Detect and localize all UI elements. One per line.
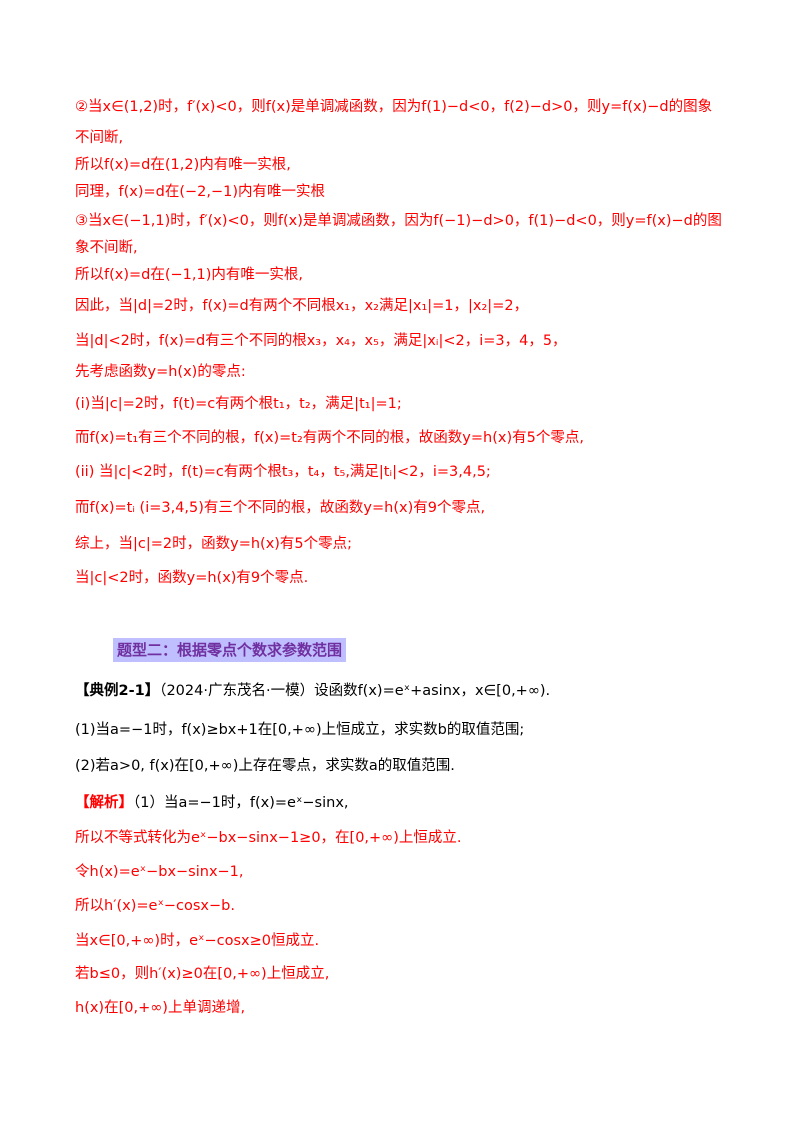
solution-step-5: 当x∈[0,+∞)时，eˣ−cosx≥0恒成立.	[75, 933, 320, 949]
solution-line-15: 综上，当|c|=2时，函数y=h(x)有5个零点;	[75, 536, 353, 552]
example-source: （2024·广东茂名·一模）	[159, 683, 315, 699]
example-header: 【典例2-1】（2024·广东茂名·一模）设函数f(x)=eˣ+asinx，x∈…	[75, 681, 740, 701]
solution-step-2: 所以不等式转化为eˣ−bx−sinx−1≥0，在[0,+∞)上恒成立.	[75, 830, 462, 846]
solution-step-1: （1）当a=−1时，f(x)=eˣ−sinx,	[133, 795, 349, 811]
question-2: (2)若a>0, f(x)在[0,+∞)上存在零点，求实数a的取值范围.	[75, 758, 455, 774]
solution-step-4: 所以h′(x)=eˣ−cosx−b.	[75, 898, 235, 914]
solution-step-3: 令h(x)=eˣ−bx−sinx−1,	[75, 864, 244, 880]
example-stem: 设函数f(x)=eˣ+asinx，x∈[0,+∞).	[314, 683, 551, 699]
solution-line-6: 象不间断,	[75, 240, 138, 256]
solution-line-1: ②当x∈(1,2)时，f′(x)<0，则f(x)是单调减函数，因为f(1)−d<…	[75, 99, 713, 115]
solution-line-10: 先考虑函数y=h(x)的零点:	[75, 364, 246, 380]
solution-line-8: 因此，当|d|=2时，f(x)=d有两个不同根x₁，x₂满足|x₁|=1，|x₂…	[75, 298, 529, 314]
section-heading: 题型二：根据零点个数求参数范围	[113, 638, 347, 662]
solution-tag: 【解析】	[75, 795, 133, 811]
solution-line-12: 而f(x)=t₁有三个不同的根，f(x)=t₂有两个不同的根，故函数y=h(x)…	[75, 430, 584, 446]
solution-step-7: h(x)在[0,+∞)上单调递增,	[75, 1000, 246, 1016]
solution-line-7: 所以f(x)=d在(−1,1)内有唯一实根,	[75, 267, 303, 283]
solution-step-6: 若b≤0，则h′(x)≥0在[0,+∞)上恒成立,	[75, 966, 330, 982]
question-1: (1)当a=−1时，f(x)≥bx+1在[0,+∞)上恒成立，求实数b的取值范围…	[75, 722, 525, 738]
solution-line-5: ③当x∈(−1,1)时，f′(x)<0，则f(x)是单调减函数，因为f(−1)−…	[75, 213, 722, 229]
solution-line-14: 而f(x)=tᵢ (i=3,4,5)有三个不同的根，故函数y=h(x)有9个零点…	[75, 500, 486, 516]
solution-line-4: 同理，f(x)=d在(−2,−1)内有唯一实根	[75, 184, 326, 200]
solution-line-11: (i)当|c|=2时，f(t)=c有两个根t₁，t₂，满足|t₁|=1;	[75, 396, 402, 412]
solution-line-3: 所以f(x)=d在(1,2)内有唯一实根,	[75, 157, 291, 173]
solution-line-2: 不间断,	[75, 130, 124, 146]
solution-line-9: 当|d|<2时，f(x)=d有三个不同的根x₃，x₄，x₅，满足|xᵢ|<2，i…	[75, 333, 567, 349]
solution-line-16: 当|c|<2时，函数y=h(x)有9个零点.	[75, 570, 309, 586]
example-tag: 【典例2-1】	[75, 683, 160, 699]
solution-intro: 【解析】（1）当a=−1时，f(x)=eˣ−sinx,	[75, 793, 740, 813]
solution-line-13: (ii) 当|c|<2时，f(t)=c有两个根t₃，t₄，t₅,满足|tᵢ|<2…	[75, 464, 491, 480]
